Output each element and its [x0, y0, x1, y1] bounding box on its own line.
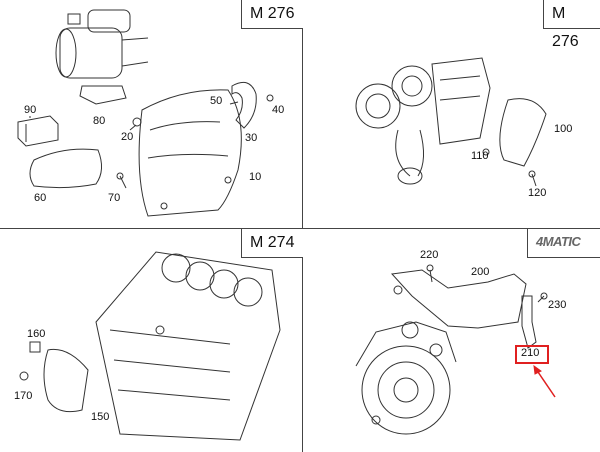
vertical-divider	[302, 0, 303, 452]
part-label-150[interactable]: 150	[91, 411, 110, 423]
engine-badge-bottom-left: M 274	[241, 229, 303, 258]
part-label-100[interactable]: 100	[554, 123, 573, 135]
turbocharger-drawing	[355, 57, 491, 185]
part-label-220[interactable]: 220	[420, 249, 439, 261]
part-label-160[interactable]: 160	[27, 328, 46, 340]
part-label-90[interactable]: 90	[24, 104, 37, 116]
part-label-30[interactable]: 30	[245, 132, 258, 144]
4matic-logo-text: 4MATIC	[536, 234, 581, 249]
part-label-40[interactable]: 40	[272, 104, 285, 116]
part-label-20[interactable]: 20	[121, 131, 134, 143]
starter-motor-drawing	[55, 9, 149, 79]
part-label-80[interactable]: 80	[93, 115, 106, 127]
4matic-badge: 4MATIC	[527, 229, 600, 258]
highlight-arrow	[537, 371, 556, 398]
engine-block-drawing	[95, 251, 281, 441]
part-label-200[interactable]: 200	[471, 266, 490, 278]
transfer-case-drawing	[355, 321, 457, 435]
part-label-210[interactable]: 210	[521, 347, 540, 359]
part-label-50[interactable]: 50	[210, 95, 223, 107]
part-label-10[interactable]: 10	[249, 171, 262, 183]
engine-badge-top-left: M 276	[241, 0, 303, 29]
part-label-170[interactable]: 170	[14, 390, 33, 402]
part-label-120[interactable]: 120	[528, 187, 547, 199]
horizontal-divider	[0, 228, 600, 229]
part-label-60[interactable]: 60	[34, 192, 47, 204]
engine-badge-top-right: M 276	[543, 0, 600, 50]
part-label-230[interactable]: 230	[548, 299, 567, 311]
part-label-70[interactable]: 70	[108, 192, 121, 204]
highlight-box-210	[515, 345, 549, 364]
part-label-110[interactable]: 110	[471, 150, 489, 162]
